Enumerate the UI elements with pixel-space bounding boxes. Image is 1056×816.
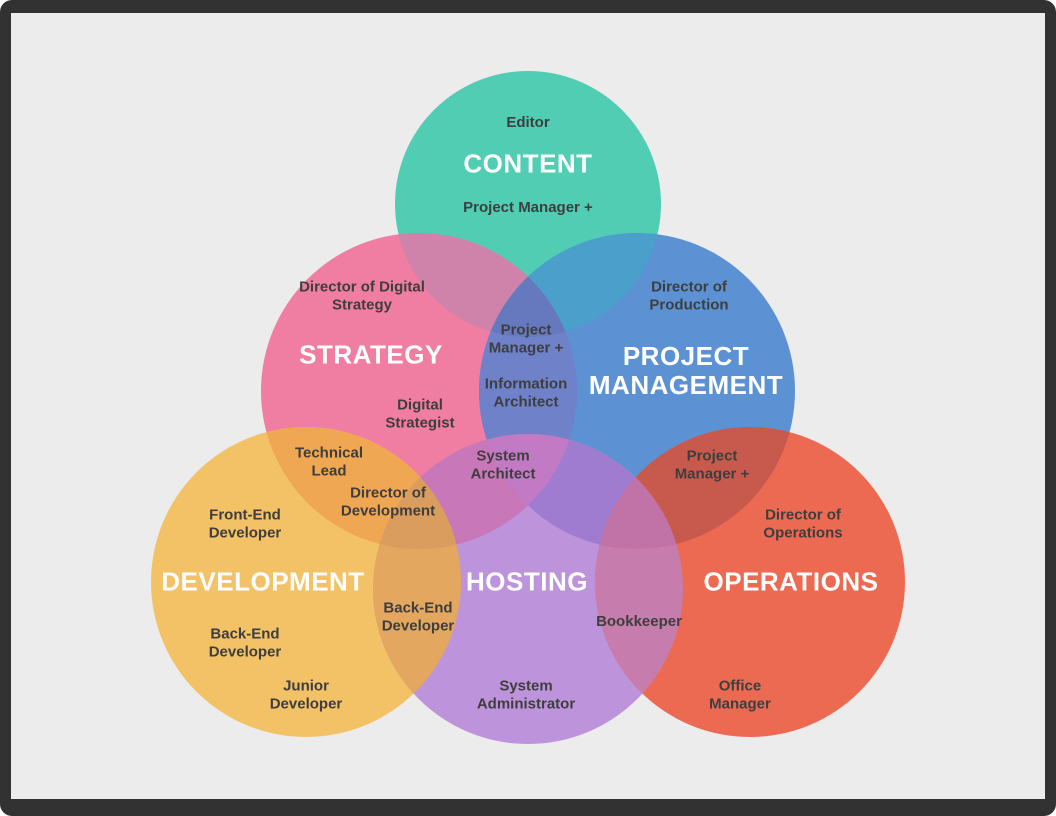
pm-operations-overlap <box>595 427 795 549</box>
strategy-development-overlap <box>261 427 461 549</box>
venn-diagram <box>151 71 905 744</box>
strategy-hosting-overlap <box>373 434 577 549</box>
content-strategy-overlap <box>395 233 577 337</box>
diagram-canvas: Editor CONTENT Project Manager + Directo… <box>11 13 1045 799</box>
content-pm-overlap <box>479 233 661 337</box>
pm-hosting-overlap <box>479 434 683 549</box>
